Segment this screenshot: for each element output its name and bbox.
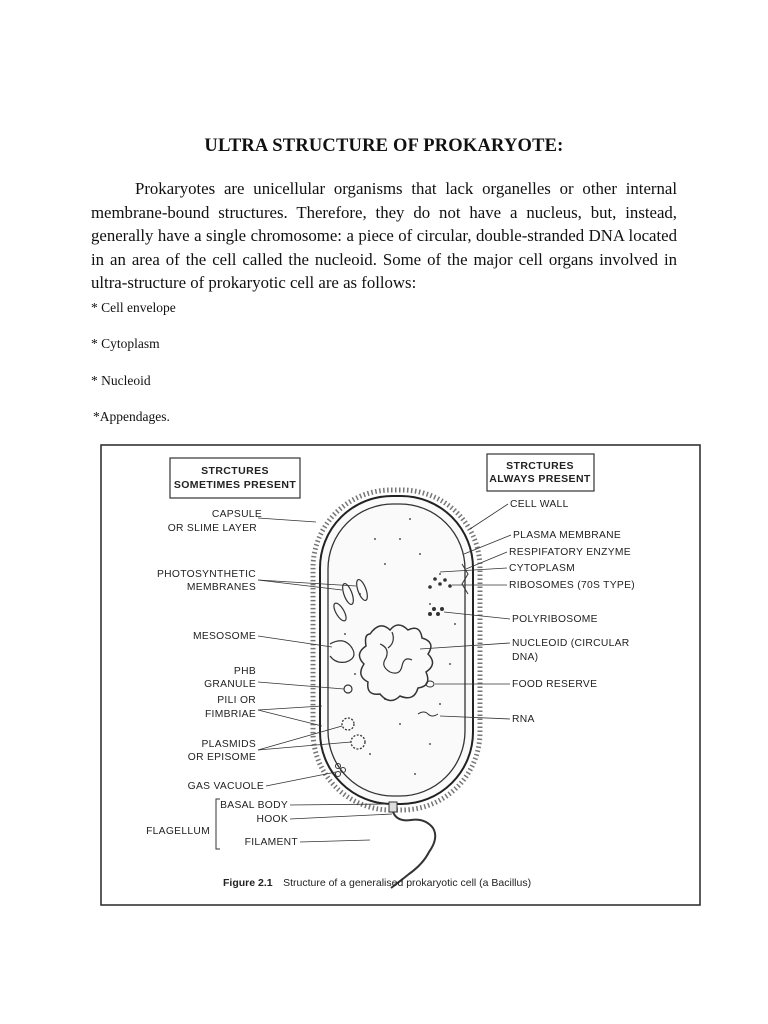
label-nucleoid-1: NUCLEOID (CIRCULAR [512, 638, 630, 649]
label-filament: FILAMENT [245, 837, 299, 848]
flagellum-filament [390, 811, 437, 889]
label-pili-2: FIMBRIAE [205, 709, 256, 720]
intro-paragraph: Prokaryotes are unicellular organisms th… [91, 179, 677, 292]
basal-body [388, 801, 398, 813]
label-photosynthetic-2: MEMBRANES [187, 582, 256, 593]
flagellum-bracket [215, 798, 220, 850]
label-food-reserve: FOOD RESERVE [512, 679, 597, 690]
label-plasmids-1: PLASMIDS [202, 739, 256, 750]
bullet-nucleoid: * Nucleoid [91, 373, 151, 388]
page-title: ULTRA STRUCTURE OF PROKARYOTE: [204, 136, 564, 156]
food-reserve [425, 680, 435, 688]
cell-wall [319, 495, 474, 805]
caption-figure-number: Figure 2.1 [223, 877, 273, 889]
label-flagellum: FLAGELLUM [146, 826, 210, 837]
polyribosome [428, 607, 444, 616]
plasmid-1 [341, 717, 355, 731]
label-ribosomes: RIBOSOMES (70S TYPE) [509, 580, 635, 591]
label-cell-wall: CELL WALL [510, 499, 569, 510]
ribosome-dots [428, 577, 452, 589]
label-phb-2: GRANULE [204, 679, 256, 690]
caption-text: Structure of a generalised prokaryotic c… [283, 877, 531, 889]
rna [417, 711, 439, 717]
label-capsule-1: CAPSULE [212, 509, 262, 520]
box-right-line2: ALWAYS PRESENT [489, 473, 591, 485]
label-cytoplasm: CYTOPLASM [509, 563, 575, 574]
label-phb-1: PHB [234, 666, 256, 677]
box-left-line2: SOMETIMES PRESENT [174, 479, 297, 491]
prokaryotic-cell-figure: STRCTURES SOMETIMES PRESENT STRCTURES AL… [100, 444, 701, 906]
label-plasmids-2: OR EPISOME [188, 752, 256, 763]
bullet-appendages: *Appendages. [93, 409, 170, 424]
label-nucleoid-2: DNA) [512, 652, 538, 663]
label-polyribosome: POLYRIBOSOME [512, 614, 598, 625]
label-mesosome: MESOSOME [193, 631, 256, 642]
label-basal-body: BASAL BODY [220, 800, 288, 811]
bullet-cytoplasm: * Cytoplasm [91, 336, 160, 351]
always-present-box [486, 453, 595, 492]
box-right-line1: STRCTURES [506, 460, 574, 472]
sometimes-present-box [169, 457, 301, 499]
label-capsule-2: OR SLIME LAYER [168, 523, 257, 534]
label-plasma-membrane: PLASMA MEMBRANE [513, 530, 621, 541]
label-gas-vacuole: GAS VACUOLE [188, 781, 264, 792]
respiratory-enzyme [461, 563, 469, 595]
box-left-line1: STRCTURES [201, 465, 269, 477]
figure-caption: Figure 2.1 Structure of a generalised pr… [223, 873, 531, 890]
figure-frame [100, 444, 701, 906]
label-respiratory-enzyme: RESPIFATORY ENZYME [509, 547, 631, 558]
gas-vacuole [335, 763, 346, 777]
label-pili-1: PILI OR [217, 695, 256, 706]
label-rna: RNA [512, 714, 535, 725]
label-photosynthetic-1: PHOTOSYNTHETIC [157, 569, 256, 580]
bullet-cell-envelope: * Cell envelope [91, 300, 176, 315]
nucleoid-dna [358, 624, 434, 702]
plasma-membrane [327, 503, 466, 797]
cell-diagram: STRCTURES SOMETIMES PRESENT STRCTURES AL… [100, 444, 701, 906]
photosynthetic-membranes [333, 578, 368, 622]
label-hook: HOOK [256, 814, 288, 825]
mesosome [329, 640, 355, 663]
